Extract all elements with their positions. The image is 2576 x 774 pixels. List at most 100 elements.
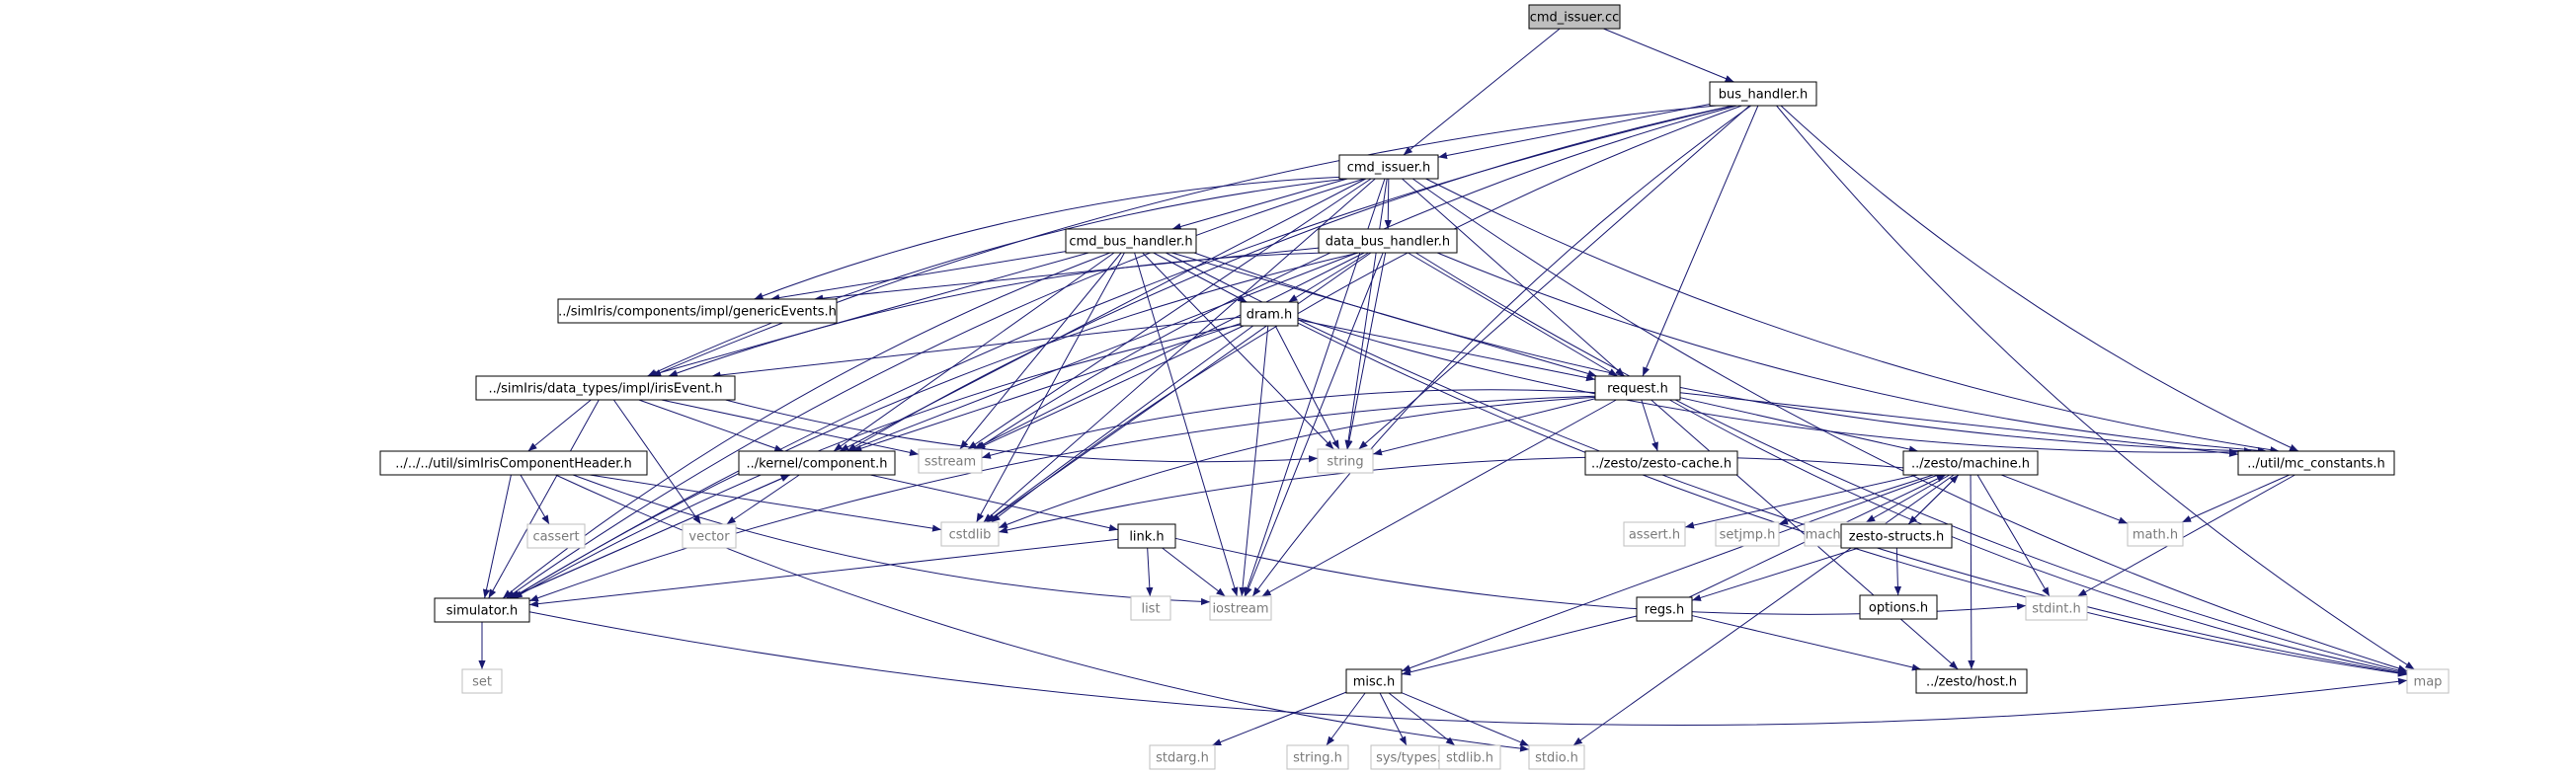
edge-simIrisComponentHeader_h-to-iostream: [572, 474, 1211, 606]
node-box: [2237, 450, 2395, 476]
node-label: ../zesto/machine.h: [1911, 457, 2030, 472]
edge-data_bus_handler_h-to-iostream: [1245, 252, 1384, 597]
edge-link_h-to-iostream: [1162, 547, 1226, 597]
edge-request_h-to-machine_h: [1679, 397, 1918, 453]
node-box: [1623, 521, 1686, 547]
node-assert-h: assert.h: [1623, 521, 1686, 547]
node-label: stdint.h: [2032, 602, 2080, 617]
edge-cmd_issuer_h-to-component_h: [839, 178, 1367, 452]
node-sstream: sstream: [918, 448, 983, 474]
edge-machine_h-to-host_h: [1968, 474, 1975, 670]
node-label: string.h: [1293, 751, 1342, 766]
node-bus-handler-h[interactable]: bus_handler.h: [1709, 81, 1817, 107]
edge-machine_h-to-stdint_h: [1976, 474, 2051, 597]
node-label: stdio.h: [1535, 751, 1578, 766]
edge-cmd_issuer_h-to-cstdlib: [983, 178, 1376, 523]
node-box: [2127, 521, 2184, 547]
node-machine-h[interactable]: ../zesto/machine.h: [1902, 450, 2039, 476]
edge-bus_handler_h-to-map: [1776, 105, 2415, 670]
edge-data_bus_handler_h-to-simulator_h: [511, 252, 1359, 599]
edge-mc_constants_h-to-stdint_h: [2077, 474, 2295, 597]
node-box: [1286, 744, 1349, 770]
edge-machine_h-to-cstdlib: [998, 456, 1904, 534]
node-label: cmd_issuer.h: [1347, 161, 1430, 176]
edge-cmd_issuer_h-to-mc_constants_h: [1425, 178, 2280, 454]
node-mc-constants-h[interactable]: ../util/mc_constants.h: [2237, 450, 2395, 476]
node-data-bus-handler-h[interactable]: data_bus_handler.h: [1318, 228, 1458, 254]
edge-data_bus_handler_h-to-string: [1345, 252, 1387, 450]
node-box: [1636, 596, 1693, 622]
edge-data_bus_handler_h-to-dram_h: [1288, 252, 1369, 303]
node-box: [461, 668, 503, 694]
node-component-h[interactable]: ../kernel/component.h: [738, 450, 896, 476]
node-box: [738, 450, 896, 476]
node-options-h[interactable]: options.h: [1859, 594, 1938, 620]
node-label: link.h: [1129, 530, 1164, 545]
node-iostream: iostream: [1209, 595, 1272, 621]
edge-irisEvent_h-to-string: [725, 399, 1319, 463]
node-genericEvents-h[interactable]: ../simIris/components/impl/genericEvents…: [557, 298, 838, 324]
node-label: zesto-structs.h: [1849, 530, 1944, 545]
edge-zesto_structs_h-to-machine_h: [1907, 474, 1960, 525]
node-simulator-h[interactable]: simulator.h: [434, 597, 530, 623]
edge-simIrisComponentHeader_h-to-cassert: [520, 474, 550, 525]
node-cmd-bus-handler-h[interactable]: cmd_bus_handler.h: [1065, 228, 1197, 254]
node-stdarg-h: stdarg.h: [1149, 744, 1216, 770]
edge-bus_handler_h-to-cmd_issuer_h: [1437, 104, 1711, 160]
node-box: [475, 375, 736, 401]
node-label: ../simIris/components/impl/genericEvents…: [558, 305, 837, 320]
node-box: [2406, 668, 2450, 694]
node-box: [1240, 301, 1299, 327]
node-box: [434, 597, 530, 623]
edge-zesto_structs_h-to-regs_h: [1691, 547, 1860, 601]
edge-machine_h-to-stdio_h: [1572, 474, 1955, 746]
node-box: [1438, 744, 1501, 770]
node-box: [1065, 228, 1197, 254]
edge-dram_h-to-request_h: [1297, 319, 1596, 382]
node-zesto-cache-h[interactable]: ../zesto/zesto-cache.h: [1584, 450, 1738, 476]
edge-data_bus_handler_h-to-request_h: [1408, 252, 1618, 377]
edge-misc_h-to-string_h: [1326, 692, 1366, 746]
node-cmd-issuer-h[interactable]: cmd_issuer.h: [1338, 154, 1439, 180]
node-label: dram.h: [1247, 308, 1293, 323]
node-misc-h[interactable]: misc.h: [1345, 668, 1403, 694]
node-label: string: [1327, 455, 1363, 470]
node-host-h[interactable]: ../zesto/host.h: [1915, 668, 2028, 694]
node-label: set: [472, 675, 492, 690]
edge-irisEvent_h-to-simIrisComponentHeader_h: [527, 399, 592, 452]
node-string: string: [1317, 448, 1374, 474]
node-simIrisComponentHeader-h[interactable]: ../../../util/simIrisComponentHeader.h: [379, 450, 648, 476]
node-request-h[interactable]: request.h: [1594, 375, 1681, 401]
edge-simulator_h-to-component_h: [509, 474, 790, 599]
edge-dram_h-to-component_h: [852, 323, 1242, 452]
edge-dram_h-to-map: [1297, 322, 2408, 677]
node-box: [1130, 595, 1171, 621]
node-set: set: [461, 668, 503, 694]
edge-request_h-to-sstream: [981, 389, 1596, 459]
node-box: [1338, 154, 1439, 180]
node-label: ../../../util/simIrisComponentHeader.h: [395, 457, 631, 472]
node-dram-h[interactable]: dram.h: [1240, 301, 1299, 327]
node-link-h[interactable]: link.h: [1117, 523, 1176, 549]
node-box: [379, 450, 648, 476]
node-box: [1528, 4, 1621, 30]
node-box: [1209, 595, 1272, 621]
edge-cmd_bus_handler_h-to-mc_constants_h: [1193, 252, 2254, 455]
edge-machine_h-to-misc_h: [1401, 474, 1939, 672]
node-cmd-issuer-cc[interactable]: cmd_issuer.cc: [1528, 4, 1621, 30]
node-regs-h[interactable]: regs.h: [1636, 596, 1693, 622]
edge-simIrisComponentHeader_h-to-simulator_h: [482, 474, 512, 599]
node-zesto-structs-h[interactable]: zesto-structs.h: [1840, 523, 1953, 549]
node-label: sstream: [925, 455, 976, 470]
node-box: [1915, 668, 2028, 694]
node-label: sys/types.h: [1376, 751, 1449, 766]
edge-dram_h-to-mc_constants_h: [1297, 317, 2239, 456]
node-label: ../simIris/data_types/impl/irisEvent.h: [488, 382, 722, 397]
node-label: setjmp.h: [1720, 528, 1776, 543]
edge-cmd_issuer_cc-to-bus_handler_h: [1603, 28, 1734, 83]
node-irisEvent-h[interactable]: ../simIris/data_types/impl/irisEvent.h: [475, 375, 736, 401]
edge-cmd_issuer_h-to-irisEvent_h: [647, 178, 1347, 377]
node-label: ../kernel/component.h: [747, 457, 888, 472]
node-box: [1840, 523, 1953, 549]
node-label: stdarg.h: [1156, 751, 1209, 766]
